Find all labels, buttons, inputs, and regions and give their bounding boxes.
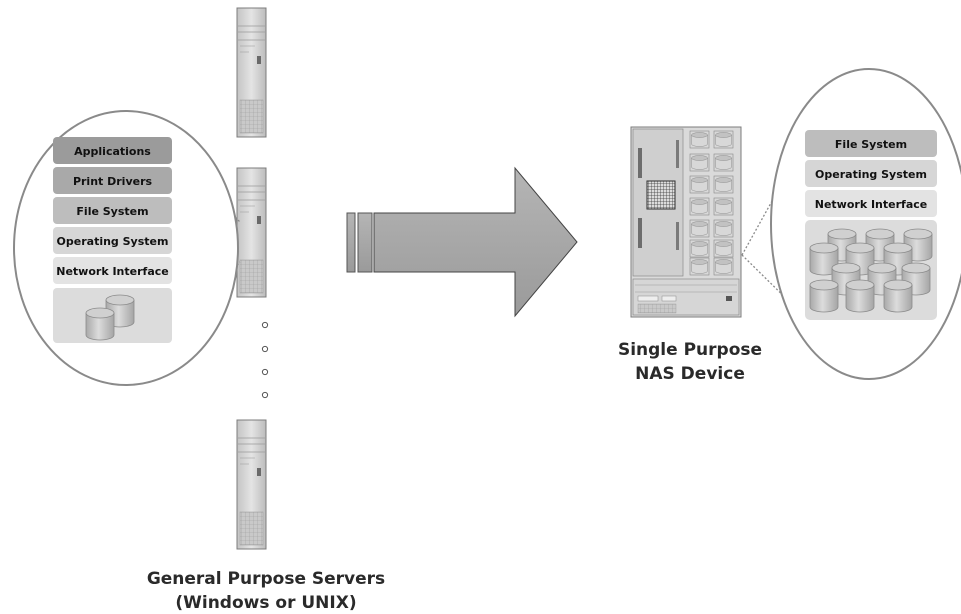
continuation-dots: [261, 321, 269, 399]
nas-cabinet-icon: [630, 126, 742, 318]
right-layer-label: Network Interface: [815, 198, 927, 211]
server-tower-icon-3: [236, 419, 267, 550]
right-layer-label: File System: [835, 138, 907, 151]
server-tower-icon-1: [236, 7, 267, 138]
left-layer-label: Applications: [74, 145, 151, 158]
left-software-stack: Applications Print Drivers File System O…: [53, 137, 172, 343]
left-layer-network-interface: Network Interface: [53, 257, 172, 284]
right-layer-operating-system: Operating System: [805, 160, 937, 187]
servers-caption-line1: General Purpose Servers: [147, 569, 385, 589]
nas-caption-line1: Single Purpose: [618, 340, 762, 360]
left-layer-storage: [53, 288, 172, 343]
disk-cylinder-icon: [809, 279, 839, 313]
left-layer-label: Print Drivers: [73, 175, 153, 188]
right-layer-file-system: File System: [805, 130, 937, 157]
left-layer-operating-system: Operating System: [53, 227, 172, 254]
block-arrow-icon: [346, 166, 578, 318]
nas-caption-line2: NAS Device: [635, 364, 745, 384]
right-layer-network-interface: Network Interface: [805, 190, 937, 217]
servers-caption-line2: (Windows or UNIX): [175, 593, 356, 613]
left-layer-label: Operating System: [57, 235, 169, 248]
left-layer-print-drivers: Print Drivers: [53, 167, 172, 194]
left-layer-label: File System: [76, 205, 148, 218]
right-layer-label: Operating System: [815, 168, 927, 181]
right-layer-storage: [805, 220, 937, 320]
left-layer-file-system: File System: [53, 197, 172, 224]
left-layer-applications: Applications: [53, 137, 172, 164]
disk-cylinder-icon: [883, 279, 913, 313]
right-software-stack: File System Operating System Network Int…: [805, 130, 937, 320]
disk-cylinder-icon: [85, 307, 115, 341]
left-layer-label: Network Interface: [56, 265, 168, 278]
server-tower-icon-2: [236, 167, 267, 298]
disk-cylinder-icon: [845, 279, 875, 313]
